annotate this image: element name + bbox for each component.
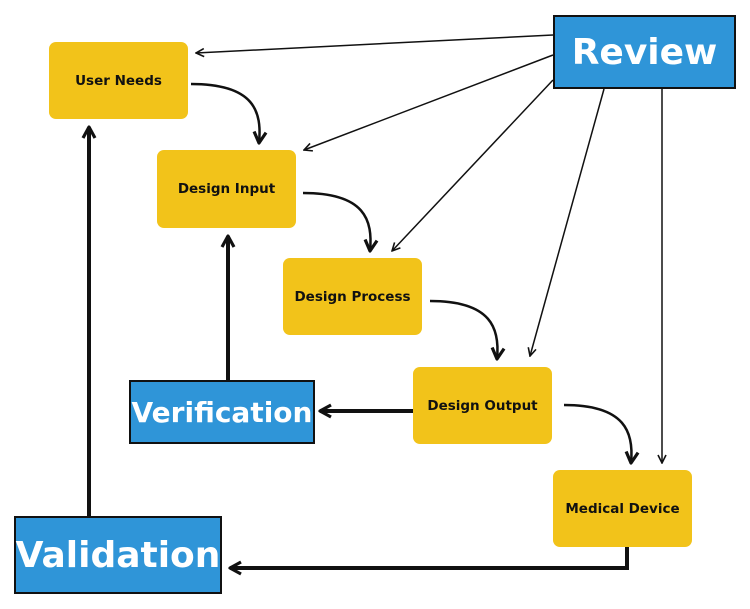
edge-review-to-design-process [392,79,554,251]
medical-device-box: Medical Device [553,470,692,547]
edge-design-input-to-design-process [302,191,379,253]
validation-box: Validation [14,516,222,594]
design-output-box: Design Output [413,367,552,444]
edge-medical-device-to-validation [228,547,629,576]
review-box: Review [553,15,736,89]
validation-label: Validation [15,534,221,576]
design-process-box: Design Process [283,258,422,335]
edge-review-to-user-needs [196,34,554,53]
medical-device-label: Medical Device [565,500,680,517]
edge-review-to-design-output [530,88,605,356]
verification-label: Verification [131,395,313,429]
edge-design-output-to-medical-device [563,403,640,465]
review-label: Review [571,31,718,73]
user-needs-box: User Needs [49,42,188,119]
design-input-label: Design Input [177,181,276,197]
edge-review-to-design-input [304,54,554,150]
edge-design-process-to-design-output [429,299,506,361]
user-needs-label: User Needs [75,72,162,89]
design-process-label: Design Process [294,288,411,305]
verification-box: Verification [129,380,315,444]
design-input-box: Design Input [157,150,296,228]
design-output-label: Design Output [427,397,538,414]
edge-user-needs-to-design-input [190,82,268,145]
